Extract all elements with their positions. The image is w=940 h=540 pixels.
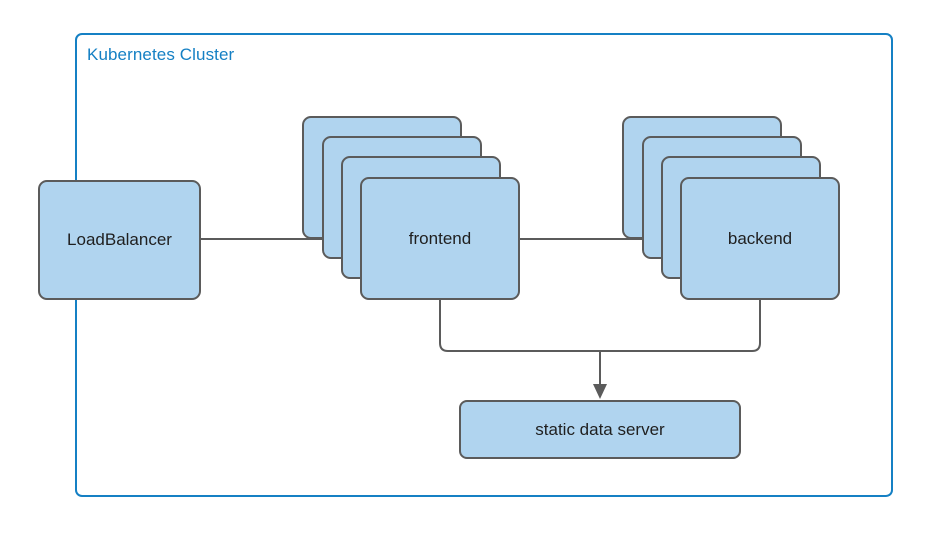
cluster-label: Kubernetes Cluster xyxy=(87,45,235,64)
node-frontend[interactable]: frontend xyxy=(360,177,520,300)
node-static-data-server-label: static data server xyxy=(535,419,665,439)
node-backend-label: backend xyxy=(727,228,793,248)
node-backend[interactable]: backend xyxy=(680,177,840,300)
node-static-data-server[interactable]: static data server xyxy=(459,400,741,459)
node-loadbalancer-label: LoadBalancer xyxy=(67,230,172,249)
node-backend-stack[interactable]: backend xyxy=(622,116,840,300)
node-frontend-label: frontend xyxy=(408,228,472,248)
node-loadbalancer[interactable]: LoadBalancer xyxy=(38,180,201,300)
node-frontend-stack[interactable]: frontend xyxy=(302,116,520,300)
